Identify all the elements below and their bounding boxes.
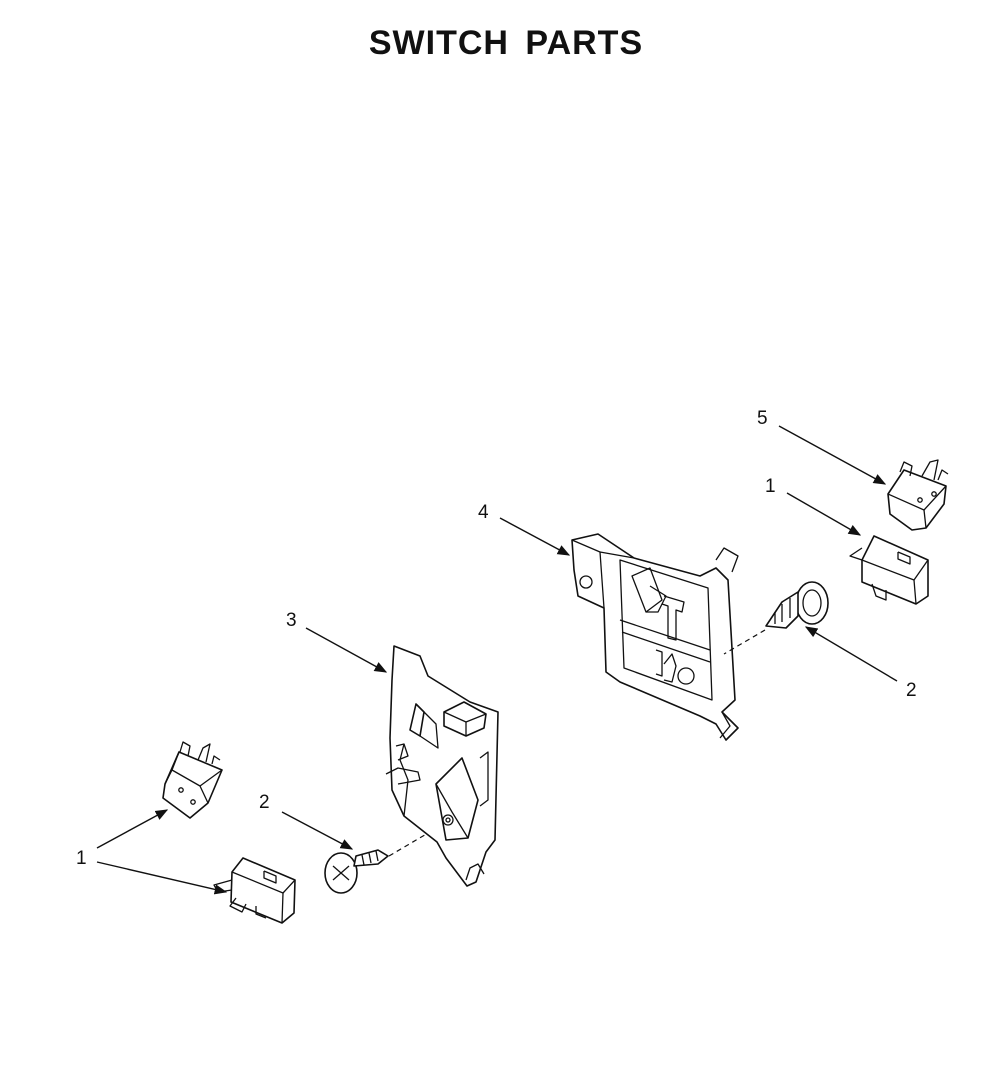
callout-left-bracket: 3 — [286, 610, 297, 631]
right-switch-bracket — [571, 533, 739, 741]
leader-left-screw — [281, 811, 354, 850]
right-top-micro-switch — [887, 459, 949, 531]
callout-right-screw: 2 — [906, 680, 917, 701]
leader-right-top-switch — [778, 425, 887, 485]
right-screw — [723, 581, 829, 655]
leader-left-switch-lower — [96, 861, 228, 895]
left-switch-bracket — [385, 645, 499, 887]
left-lower-micro-switch — [213, 857, 296, 924]
leader-left-switch-upper — [96, 809, 169, 849]
leader-left-bracket — [305, 627, 388, 673]
leader-right-switch — [786, 492, 862, 536]
page-title: SWITCH PARTS — [368, 24, 644, 62]
right-micro-switch — [849, 535, 929, 605]
callout-right-switch: 1 — [765, 476, 776, 497]
callout-left-switch: 1 — [76, 848, 87, 869]
callout-left-screw: 2 — [259, 792, 270, 813]
callout-right-bracket: 4 — [478, 502, 489, 523]
left-screw — [324, 825, 441, 894]
leader-right-screw — [804, 626, 898, 682]
left-upper-micro-switch — [162, 741, 223, 819]
callout-right-top-switch: 5 — [757, 408, 768, 429]
leader-right-bracket — [499, 517, 571, 556]
leader-lines — [96, 425, 898, 895]
